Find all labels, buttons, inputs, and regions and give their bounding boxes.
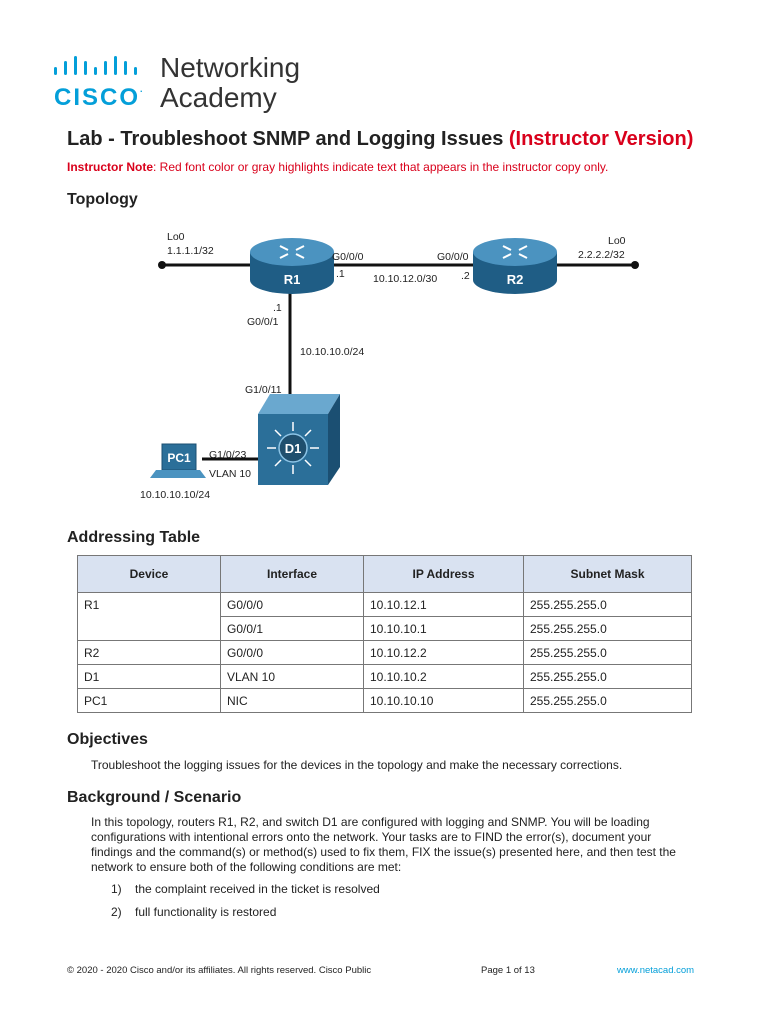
table-row: R1 G0/0/0 10.10.12.1 255.255.255.0 [77, 592, 692, 617]
r2-g000-host: .2 [461, 270, 470, 282]
cisco-wordmark: CISCO. [54, 84, 145, 111]
addressing-heading: Addressing Table [67, 529, 201, 546]
objectives-text: Troubleshoot the logging issues for the … [91, 758, 623, 772]
router-r1-icon [250, 238, 334, 294]
list-item: 1) the complaint received in the ticket … [111, 882, 380, 896]
r1-label: R1 [284, 272, 301, 287]
footer-copyright: © 2020 - 2020 Cisco and/or its affiliate… [67, 965, 372, 976]
page-title: Lab - Troubleshoot SNMP and Logging Issu… [67, 128, 694, 150]
r1-d1-network: 10.10.10.0/24 [300, 346, 364, 358]
r2-lo0-address: 2.2.2.2/32 [578, 249, 625, 261]
cisco-logo-bars-icon [54, 56, 137, 75]
r1-g000-label: G0/0/0 [332, 251, 364, 263]
r2-lo0-endpoint [631, 261, 639, 269]
footer-page-number: Page 1 of 13 [481, 965, 535, 976]
r1-g001-host: .1 [273, 302, 282, 314]
list-item-number: 1) [111, 882, 122, 896]
topology-heading: Topology [67, 191, 138, 208]
d1-label: D1 [285, 441, 302, 456]
r1-lo0-endpoint [158, 261, 166, 269]
background-heading: Background / Scenario [67, 789, 242, 806]
list-item: 2) full functionality is restored [111, 905, 276, 919]
d1-vlan-label: VLAN 10 [209, 468, 251, 480]
logo-networking: Networking [160, 52, 301, 83]
table-row: G0/0/1 10.10.10.1 255.255.255.0 [77, 616, 692, 641]
topology-diagram: R1 R2 D1 PC1 Lo0 1.1.1.1/32 G0/0/0 .1 [140, 231, 639, 501]
pc1-label: PC1 [167, 451, 191, 465]
instructor-note: Instructor Note: Red font color or gray … [67, 160, 609, 174]
addressing-table: Device Interface IP Address Subnet Mask … [77, 555, 692, 713]
header-ip-address: IP Address [363, 555, 524, 593]
r1-lo0-label: Lo0 [167, 231, 185, 243]
r1-g001-label: G0/0/1 [247, 316, 279, 328]
list-item-text: full functionality is restored [135, 905, 277, 919]
d1-g1011-label: G1/0/11 [245, 384, 282, 396]
d1-g1023-label: G1/0/23 [209, 449, 247, 461]
r1-lo0-address: 1.1.1.1/32 [167, 245, 214, 257]
instructor-version-label: (Instructor Version) [508, 128, 694, 150]
pc1-address: 10.10.10.10/24 [140, 489, 210, 501]
r2-lo0-label: Lo0 [608, 235, 626, 247]
list-item-text: the complaint received in the ticket is … [135, 882, 380, 896]
r2-g000-label: G0/0/0 [437, 251, 469, 263]
router-r2-icon [473, 238, 557, 294]
footer-url-link[interactable]: www.netacad.com [617, 965, 695, 976]
table-row: R2 G0/0/0 10.10.12.2 255.255.255.0 [77, 640, 692, 665]
r1-g000-host: .1 [336, 268, 345, 280]
table-header-row: Device Interface IP Address Subnet Mask [77, 555, 692, 593]
list-item-number: 2) [111, 905, 122, 919]
r2-label: R2 [507, 272, 524, 287]
objectives-heading: Objectives [67, 731, 148, 748]
logo-academy: Academy [160, 82, 277, 113]
r1-r2-network: 10.10.12.0/30 [373, 273, 437, 285]
table-row: PC1 NIC 10.10.10.10 255.255.255.0 [77, 688, 692, 713]
header-subnet-mask: Subnet Mask [523, 555, 692, 593]
table-row: D1 VLAN 10 10.10.10.2 255.255.255.0 [77, 664, 692, 689]
background-text: In this topology, routers R1, R2, and sw… [91, 815, 676, 874]
pc1-icon [150, 443, 206, 478]
header-interface: Interface [220, 555, 364, 593]
switch-d1-icon [258, 394, 340, 485]
header-device: Device [77, 555, 221, 593]
